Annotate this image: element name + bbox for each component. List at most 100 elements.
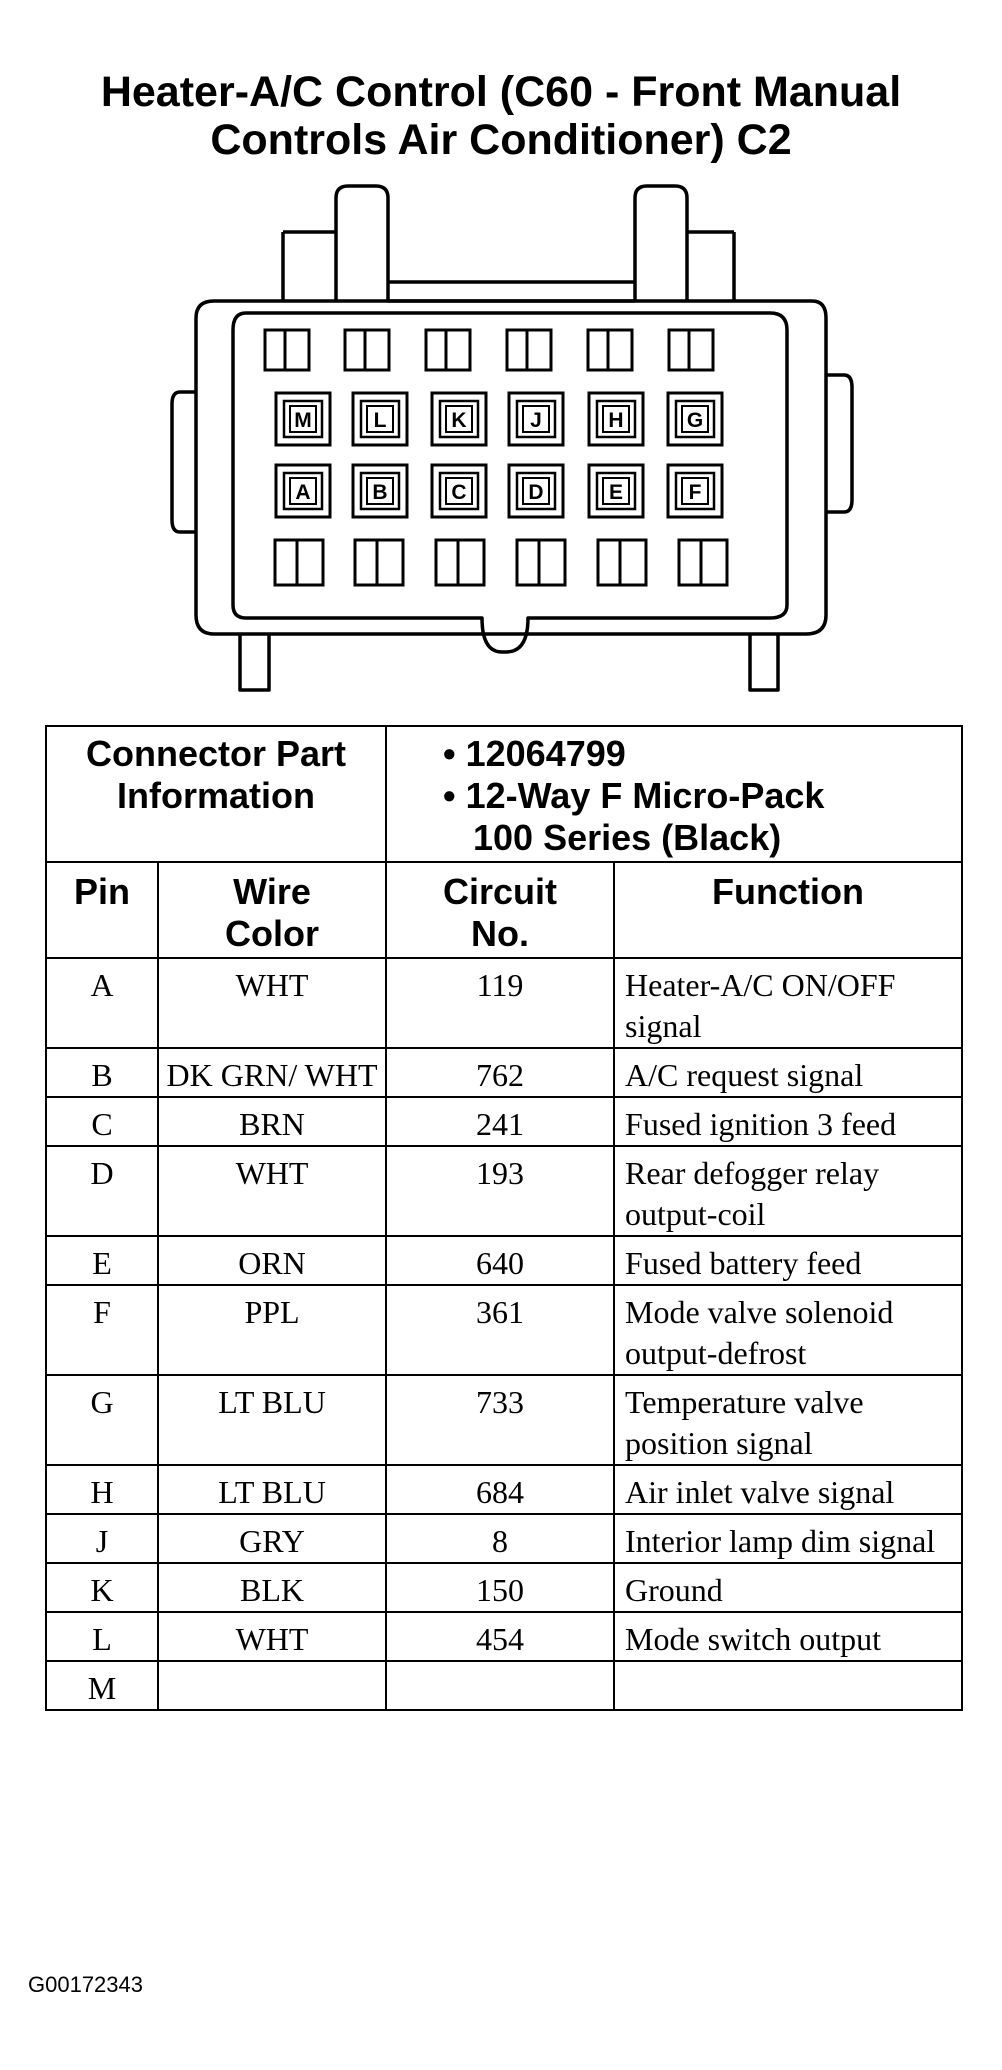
circuit-number-cell: 241 <box>385 1096 616 1147</box>
blank-cavity-top <box>263 328 311 372</box>
function-cell: Interior lamp dim signal <box>613 1513 964 1564</box>
pin-cell: L <box>45 1611 159 1662</box>
function-cell: Heater-A/C ON/OFF signal <box>613 957 964 1049</box>
table-row: M <box>45 1660 964 1711</box>
blank-cavity-bottom <box>677 538 729 587</box>
col-header-function: Function <box>613 861 964 959</box>
title-line-2: Controls Air Conditioner) C2 <box>210 116 792 164</box>
pin-cavity-label: B <box>372 481 387 504</box>
pin-cavity-label: C <box>451 481 466 504</box>
function-cell: Rear defogger relay output-coil <box>613 1145 964 1237</box>
circuit-number-cell: 119 <box>385 957 616 1049</box>
wire-color-cell: GRY <box>156 1513 388 1564</box>
pin-cavity-C: C <box>430 463 488 519</box>
pin-cavity-K: K <box>430 391 488 447</box>
wire-color-cell: ORN <box>156 1235 388 1286</box>
col-header-pin-text: Pin <box>73 871 130 912</box>
wire-color-cell <box>156 1660 388 1711</box>
blank-cavity-bottom <box>273 538 325 587</box>
circuit-number-cell: 150 <box>385 1562 616 1613</box>
function-cell: Ground <box>613 1562 964 1613</box>
connector-pinout-table: Connector Part Information • 12064799 • … <box>44 725 964 1711</box>
col-header-circuit-line-1: Circuit <box>443 871 558 912</box>
pin-cavity-H: H <box>587 391 645 447</box>
circuit-number-cell: 762 <box>385 1047 616 1098</box>
blank-cavity-top <box>667 328 715 372</box>
part-info-row: Connector Part Information • 12064799 • … <box>44 725 964 863</box>
function-cell <box>613 1660 964 1711</box>
pin-cell: B <box>45 1047 159 1098</box>
col-header-wire-color: Wire Color <box>156 861 388 959</box>
pin-cell: D <box>45 1145 159 1237</box>
pin-cavity-label: A <box>295 481 310 504</box>
wire-color-cell: WHT <box>156 1145 388 1237</box>
pin-cell: E <box>45 1235 159 1286</box>
pin-cell: C <box>45 1096 159 1147</box>
blank-cavity-bottom <box>515 538 567 587</box>
wire-color-cell: PPL <box>156 1284 388 1376</box>
circuit-number-cell: 454 <box>385 1611 616 1662</box>
pin-cell: A <box>45 957 159 1049</box>
pin-cavity-label: M <box>294 409 312 432</box>
pin-cavity-label: K <box>451 409 466 432</box>
pin-cell: F <box>45 1284 159 1376</box>
part-info-label: Connector Part Information <box>44 725 388 863</box>
col-header-wire-line-1: Wire <box>233 871 311 912</box>
wire-color-cell: WHT <box>156 957 388 1049</box>
pin-cavity-G: G <box>666 391 724 447</box>
pin-cavity-E: E <box>587 463 645 519</box>
blank-cavity-top <box>343 328 391 372</box>
pin-cavity-M: M <box>274 391 332 447</box>
title-line-1: Heater-A/C Control (C60 - Front Manual <box>100 68 902 116</box>
part-number: • 12064799 <box>443 733 626 774</box>
circuit-number-cell: 361 <box>385 1284 616 1376</box>
wire-color-cell: LT BLU <box>156 1464 388 1515</box>
wire-color-cell: DK GRN/ WHT <box>156 1047 388 1098</box>
left-latch <box>334 184 390 301</box>
function-cell: Air inlet valve signal <box>613 1464 964 1515</box>
function-cell: A/C request signal <box>613 1047 964 1098</box>
circuit-number-cell: 684 <box>385 1464 616 1515</box>
pin-cavity-L: L <box>351 391 409 447</box>
circuit-number-cell <box>385 1660 616 1711</box>
blank-cavity-bottom <box>434 538 486 587</box>
column-header-row: Pin Wire Color Circuit No. Function <box>45 861 964 959</box>
pin-cavity-D: D <box>507 463 565 519</box>
figure-id: G00172343 <box>28 1972 143 1997</box>
pin-cavity-label: G <box>687 409 703 432</box>
part-info-values: • 12064799 • 12-Way F Micro-Pack 100 Ser… <box>385 725 964 863</box>
part-info-label-line-1: Connector Part <box>85 733 347 774</box>
pin-cell: M <box>45 1660 159 1711</box>
circuit-number-cell: 640 <box>385 1235 616 1286</box>
circuit-number-cell: 193 <box>385 1145 616 1237</box>
pin-cavity-label: H <box>608 409 623 432</box>
circuit-number-cell: 733 <box>385 1374 616 1466</box>
connector-housing-outer <box>194 299 828 636</box>
blank-cavity-top <box>586 328 634 372</box>
col-header-pin: Pin <box>45 861 159 959</box>
col-header-circuit: Circuit No. <box>385 861 616 959</box>
part-description-line-1: • 12-Way F Micro-Pack <box>443 775 825 816</box>
pin-cavity-label: L <box>374 409 387 432</box>
pin-cell: G <box>45 1374 159 1466</box>
pin-cell: K <box>45 1562 159 1613</box>
blank-cavity-bottom <box>596 538 648 587</box>
circuit-number-cell: 8 <box>385 1513 616 1564</box>
part-info-label-line-2: Information <box>117 775 315 816</box>
function-cell: Fused battery feed <box>613 1235 964 1286</box>
diagram-title: Heater-A/C Control (C60 - Front Manual C… <box>0 68 1002 164</box>
pin-cavity-label: F <box>689 481 702 504</box>
pin-cavity-label: J <box>530 409 542 432</box>
col-header-circuit-line-2: No. <box>471 913 530 954</box>
